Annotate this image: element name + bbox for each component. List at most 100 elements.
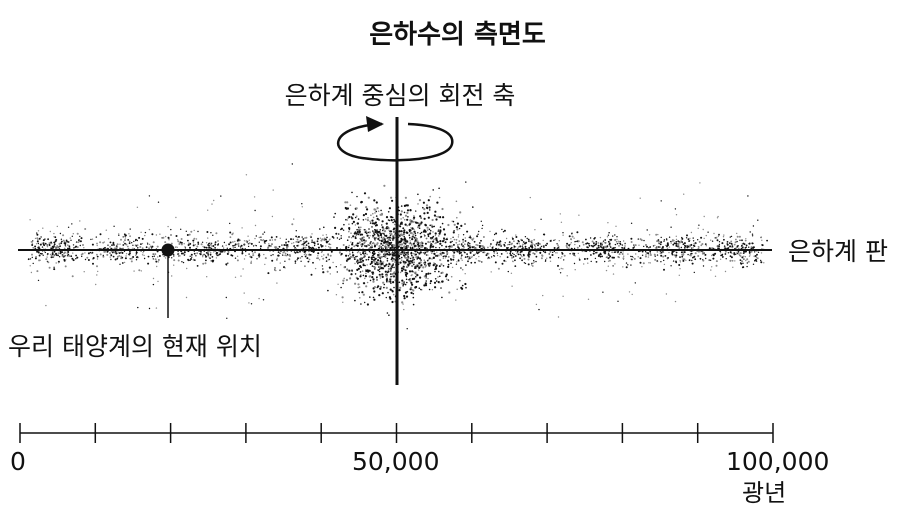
star-dot <box>236 239 239 242</box>
galactic-plane-label: 은하계 판 <box>788 237 888 266</box>
star-dot <box>378 230 381 233</box>
star-dot <box>375 243 378 246</box>
star-dot <box>371 258 373 261</box>
star-dot <box>99 241 102 244</box>
star-dot <box>451 266 454 269</box>
star-dot <box>515 234 517 236</box>
star-dot <box>742 262 744 264</box>
star-dot <box>745 259 747 262</box>
star-dot <box>732 266 734 268</box>
star-dot <box>109 256 111 258</box>
star-dot <box>393 218 395 221</box>
star-dot <box>656 240 659 243</box>
star-dot <box>715 264 718 267</box>
star-dot <box>36 240 39 243</box>
star-dot <box>419 276 422 279</box>
star-dot <box>722 236 725 238</box>
star-dot <box>519 257 521 260</box>
star-dot <box>469 235 471 237</box>
star-dot <box>413 277 416 280</box>
star-dot <box>408 270 412 273</box>
star-dot <box>84 228 87 230</box>
star-dot <box>496 252 498 254</box>
star-dot <box>427 254 429 256</box>
star-dot <box>683 251 686 254</box>
star-dot <box>691 262 694 265</box>
star-dot <box>417 280 420 283</box>
star-dot <box>186 234 189 236</box>
star-dot <box>53 232 55 235</box>
star-dot <box>624 246 626 248</box>
star-dot <box>427 262 430 265</box>
star-dot <box>503 244 506 246</box>
star-dot <box>622 266 624 268</box>
star-dot <box>316 240 319 243</box>
star-dot <box>591 240 594 243</box>
star-dot <box>730 235 733 238</box>
star-dot <box>607 260 610 262</box>
star-dot <box>368 275 371 278</box>
star-dot <box>360 303 362 305</box>
star-dot <box>341 296 344 299</box>
star-dot <box>409 232 412 235</box>
star-dot <box>679 261 682 263</box>
star-dot <box>402 303 404 305</box>
star-dot <box>375 224 378 227</box>
star-dot <box>614 239 616 241</box>
star-dot <box>359 233 362 236</box>
star-dot <box>245 254 247 257</box>
star-dot <box>413 228 415 231</box>
star-dot <box>281 244 283 246</box>
star-dot <box>212 251 215 253</box>
star-dot <box>453 230 455 232</box>
star-dot <box>403 308 405 311</box>
star-dot <box>428 257 431 260</box>
star-dot <box>373 298 376 301</box>
star-dot <box>660 241 663 244</box>
star-dot <box>663 239 666 241</box>
star-dot <box>679 268 681 270</box>
star-dot <box>442 228 446 231</box>
star-dot <box>205 259 207 262</box>
star-dot <box>361 238 364 241</box>
star-dot <box>91 243 94 246</box>
star-dot <box>409 229 412 232</box>
star-dot <box>167 225 169 228</box>
star-dot <box>99 233 102 236</box>
star-dot <box>496 241 499 244</box>
star-dot <box>363 256 365 259</box>
star-dot <box>258 241 260 243</box>
star-dot <box>439 216 442 219</box>
star-dot <box>528 247 531 249</box>
star-dot <box>118 233 120 235</box>
star-dot <box>597 244 600 247</box>
star-dot <box>362 252 364 255</box>
star-dot <box>400 256 403 259</box>
star-dot <box>272 189 274 191</box>
star-dot <box>370 214 372 216</box>
star-dot <box>684 245 687 248</box>
star-dot <box>222 247 225 249</box>
star-dot <box>241 252 244 255</box>
star-dot <box>137 306 139 309</box>
star-dot <box>34 257 37 260</box>
star-dot <box>510 246 513 249</box>
star-dot <box>637 256 639 258</box>
star-dot <box>393 252 395 255</box>
star-dot <box>70 239 72 241</box>
star-dot <box>348 235 351 239</box>
star-dot <box>53 241 56 244</box>
star-dot <box>399 213 402 216</box>
star-dot <box>193 259 196 261</box>
star-dot <box>406 252 408 254</box>
star-dot <box>424 282 427 285</box>
star-dot <box>452 243 455 246</box>
star-dot <box>693 255 696 258</box>
star-dot <box>739 239 741 241</box>
star-dot <box>184 246 186 248</box>
star-dot <box>618 256 620 259</box>
star-dot <box>389 280 392 283</box>
star-dot <box>379 265 382 268</box>
star-dot <box>356 195 358 198</box>
star-dot <box>87 252 90 255</box>
